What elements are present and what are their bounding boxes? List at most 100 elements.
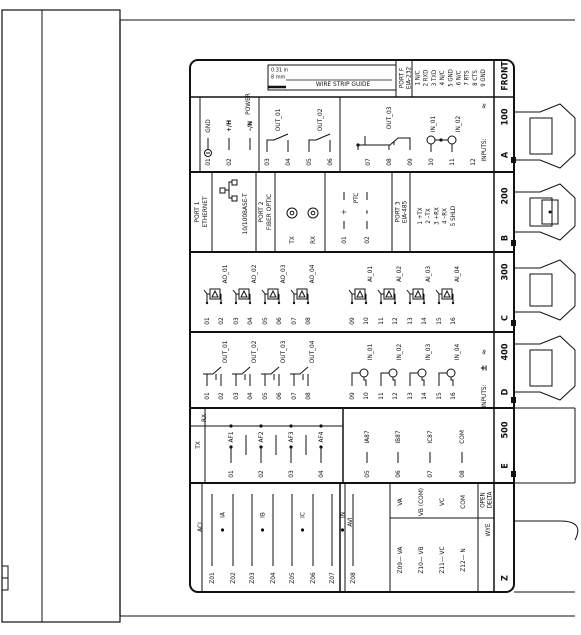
port-f-pin: 4 N/C — [439, 70, 446, 85]
terminal-c-13: 13 — [406, 317, 414, 325]
junction-dot — [350, 301, 354, 305]
terminal-a-01: 01 — [204, 158, 212, 166]
in01-label: IN_01 — [429, 115, 437, 132]
ac-symbol: ≈ — [480, 103, 489, 109]
terminal-a-05: 05 — [305, 158, 313, 166]
wye-label: WYE — [484, 523, 492, 536]
analog-AI_01-icon — [356, 289, 364, 298]
junction-dot — [393, 301, 397, 305]
junction-dot — [289, 445, 293, 449]
port3-pin: 3 +RX — [433, 207, 440, 225]
junction-dot — [319, 445, 323, 449]
row-number-B: 200 — [501, 187, 511, 204]
row-letter-D: D — [501, 388, 511, 395]
terminal-d-08: 08 — [304, 392, 312, 400]
z-label-IA: IA — [219, 512, 227, 518]
port-f-pin: 7 RTS — [464, 70, 471, 86]
row-letter-E: E — [501, 463, 511, 469]
z-delta-Z10: VB (COM) — [417, 488, 425, 516]
connector-socket — [529, 117, 553, 155]
terminal-c-03: 03 — [232, 317, 240, 325]
af-terminal-04: 04 — [317, 470, 325, 478]
connector-e — [514, 407, 576, 484]
terminal-a-02: 02 — [225, 158, 233, 166]
d-out-label-3: OUT_03 — [279, 340, 287, 363]
terminal-d-04: 04 — [246, 392, 254, 400]
analog-label-AI_01: AI_01 — [366, 266, 374, 282]
out01-label: OUT_01 — [274, 108, 282, 131]
port3-pin: 2 –TX — [425, 208, 432, 223]
fiber-rx-label: RX — [309, 236, 317, 244]
open-delta-label: DELTA — [487, 491, 494, 508]
row-letter-Z: Z — [501, 575, 511, 581]
d-in-label-4: IN_04 — [453, 343, 461, 360]
input-circle-icon — [359, 368, 369, 378]
z-terminal-Z02: Z02 — [229, 572, 237, 584]
terminal-c-07: 07 — [290, 317, 298, 325]
ethernet-icon — [231, 195, 238, 202]
relay-contact-icon — [308, 133, 331, 152]
fiber-tx-icon — [289, 210, 295, 216]
wire — [380, 372, 396, 386]
port2-label: FIBER OPTIC — [265, 194, 273, 230]
port1-label: ETHERNET — [201, 196, 209, 227]
input-circle-icon — [388, 368, 398, 378]
junction-dot — [263, 301, 267, 305]
terminal-panel — [189, 59, 515, 593]
port-f-pin: 5 GND — [447, 69, 454, 87]
terminal-c-15: 15 — [435, 317, 443, 325]
connector-socket — [529, 197, 553, 227]
junction-dot — [259, 424, 263, 428]
row-number-C: 300 — [501, 263, 511, 280]
front-label: FRONT — [501, 61, 511, 91]
relay-contact-icon — [388, 141, 395, 150]
port3-label: PORT 3 — [394, 201, 402, 222]
z-terminal-Z06: Z06 — [309, 572, 317, 584]
terminal-a-07: 07 — [364, 158, 372, 166]
terminal-d-09: 09 — [348, 392, 356, 400]
row-number-E: 500 — [501, 421, 511, 438]
junction-dot — [229, 424, 233, 428]
terminal-d-07: 07 — [290, 392, 298, 400]
z-terminal-Z05: Z05 — [288, 572, 296, 584]
analog-AO_04-icon — [290, 289, 295, 295]
aci-label: ACI — [196, 522, 204, 532]
terminal-a-04: 04 — [284, 158, 292, 166]
gnd-label: GND — [204, 119, 212, 133]
terminal-a-03: 03 — [263, 158, 271, 166]
port3-label: EIA-485 — [401, 200, 409, 223]
af-terminal-02: 02 — [257, 470, 265, 478]
port-f-title: EIA-232 — [405, 66, 413, 89]
analog-AO_03-icon — [261, 289, 266, 295]
input-circle-icon — [447, 135, 457, 145]
analog-AO_01-icon — [211, 289, 219, 298]
z-terminal-Z01: Z01 — [208, 572, 216, 584]
relay-contact-icon — [266, 133, 289, 152]
port-f-pin: 9 GND — [480, 69, 487, 87]
open-delta-label: OPEN — [480, 492, 487, 507]
analog-label-AI_03: AI_03 — [424, 266, 432, 282]
connector-b — [514, 183, 576, 241]
z-delta-Z09: VA — [396, 498, 404, 506]
ac-symbol: ≈ — [480, 349, 489, 355]
d-out-label-1: OUT_01 — [221, 340, 229, 363]
row-tab — [511, 240, 516, 246]
pm-symbol: ± — [480, 365, 490, 372]
terminal-c-16: 16 — [449, 317, 457, 325]
z-volt-Z10: Z10— VB — [417, 546, 425, 573]
fiber-tx-icon — [286, 207, 298, 219]
junction-dot — [205, 301, 209, 305]
terminal-c-04: 04 — [246, 317, 254, 325]
junction-dot — [439, 138, 443, 142]
analog-AI_02-icon — [385, 289, 393, 298]
analog-label-AO_02: AO_02 — [250, 264, 258, 283]
junction-dot — [319, 424, 323, 428]
row-letter-A: A — [501, 151, 511, 158]
analog-AO_02-icon — [240, 289, 248, 298]
port-f-pin: 6 N/C — [456, 70, 463, 85]
analog-AO_04-icon — [298, 289, 306, 298]
connector-c — [514, 259, 576, 321]
analog-label-AO_04: AO_04 — [308, 264, 316, 283]
af-terminal-03: 03 — [287, 470, 295, 478]
junction-dot — [289, 424, 293, 428]
